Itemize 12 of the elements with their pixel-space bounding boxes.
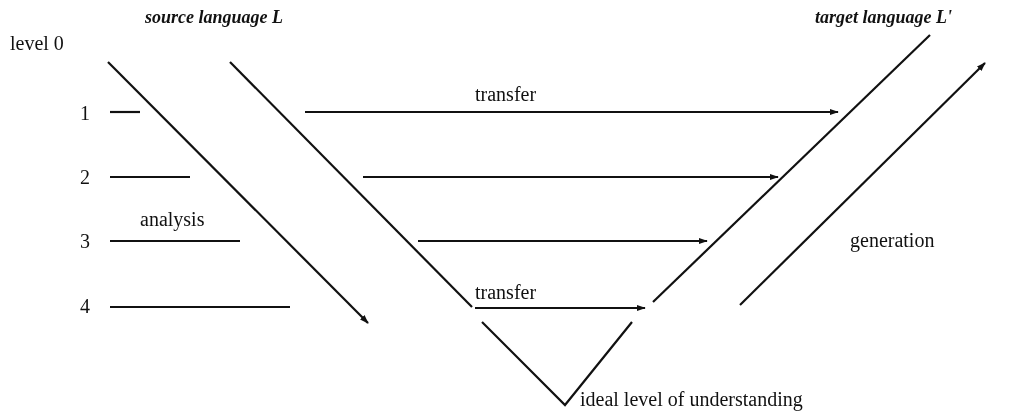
language-heading: target language L' <box>815 8 952 26</box>
level-label: 3 <box>80 231 90 251</box>
arrow-label: transfer <box>475 84 537 104</box>
level-label: level 0 <box>10 33 64 53</box>
level-label: 4 <box>80 296 90 316</box>
level-label: 2 <box>80 167 90 187</box>
level-label: 1 <box>80 103 90 123</box>
process-label: generation <box>850 230 935 250</box>
annotation: ideal level of understanding <box>580 389 803 409</box>
process-label: analysis <box>140 209 205 229</box>
language-heading: source language L <box>145 8 283 26</box>
arrow-label: transfer <box>475 282 537 302</box>
